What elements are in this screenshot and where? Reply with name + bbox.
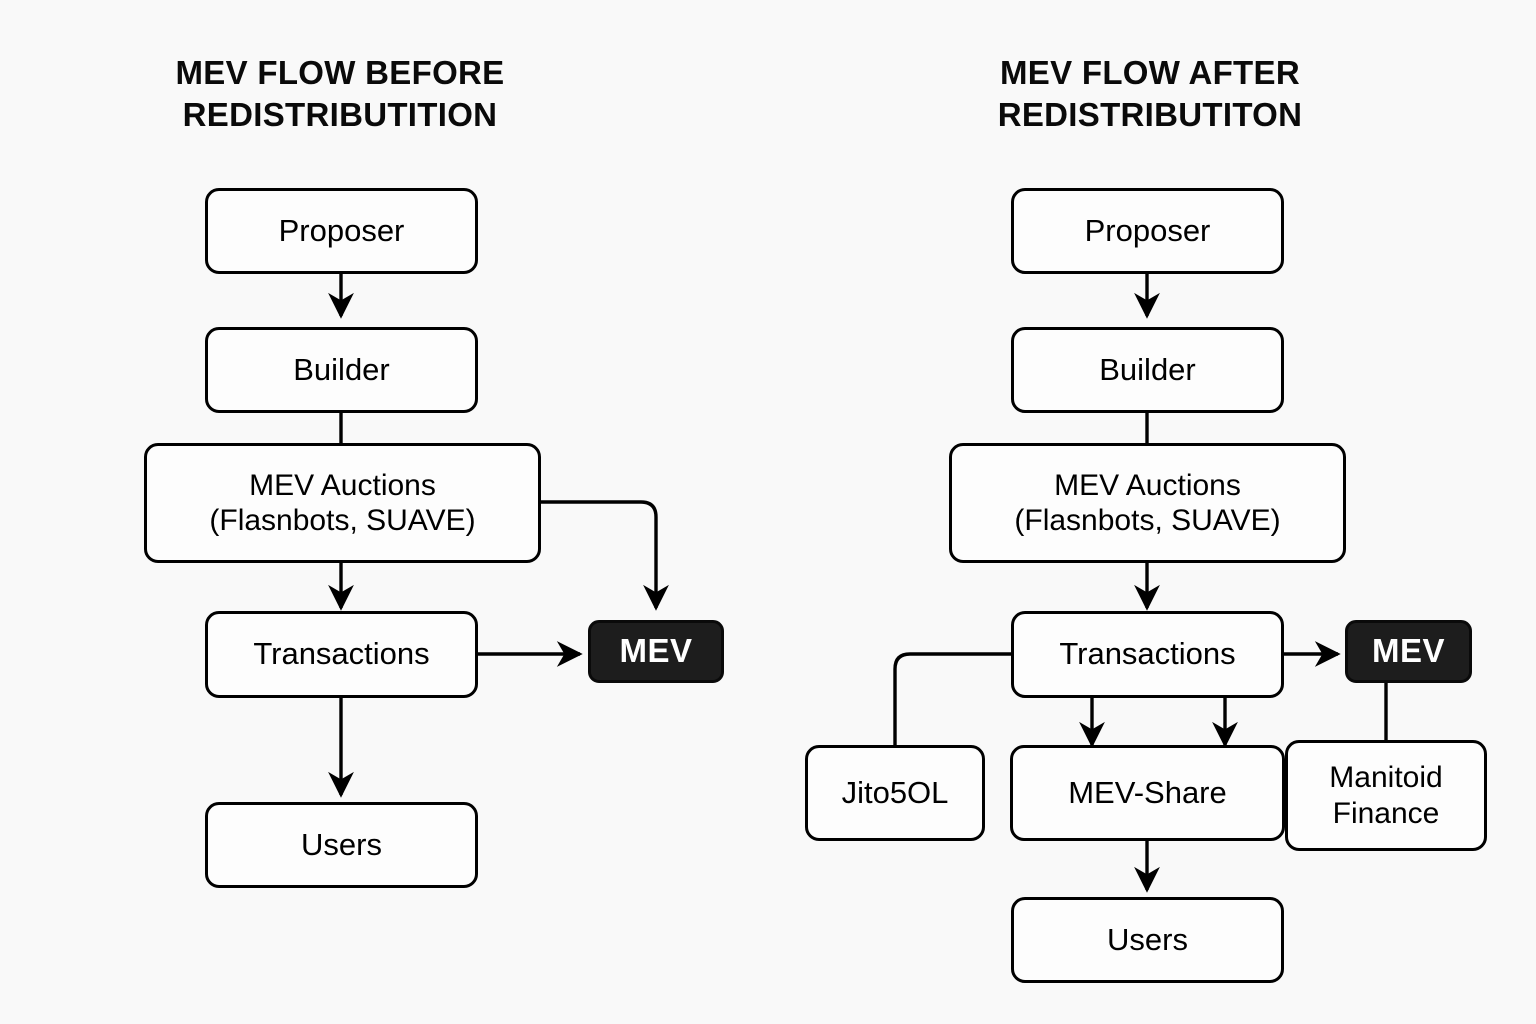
node-right-proposer[interactable]: Proposer bbox=[1011, 188, 1284, 274]
node-left-mev[interactable]: MEV bbox=[588, 620, 724, 683]
node-right-users[interactable]: Users bbox=[1011, 897, 1284, 983]
node-left-mev-auctions[interactable]: MEV Auctions (Flasnbots, SUAVE) bbox=[144, 443, 541, 563]
node-left-proposer[interactable]: Proposer bbox=[205, 188, 478, 274]
node-left-transactions[interactable]: Transactions bbox=[205, 611, 478, 698]
node-right-manitoid-finance[interactable]: Manitoid Finance bbox=[1285, 740, 1487, 851]
panel-title-after: MEV FLOW AFTER REDISTRIBUTITON bbox=[997, 54, 1303, 134]
node-right-transactions[interactable]: Transactions bbox=[1011, 611, 1284, 698]
node-right-mev-share[interactable]: MEV-Share bbox=[1010, 745, 1285, 841]
node-left-users[interactable]: Users bbox=[205, 802, 478, 888]
node-right-mev-auctions[interactable]: MEV Auctions (Flasnbots, SUAVE) bbox=[949, 443, 1346, 563]
node-right-builder[interactable]: Builder bbox=[1011, 327, 1284, 413]
node-left-builder[interactable]: Builder bbox=[205, 327, 478, 413]
node-right-mev[interactable]: MEV bbox=[1345, 620, 1472, 683]
edge-left-auctions-mev bbox=[541, 500, 669, 611]
panel-title-before: MEV FLOW BEFORE REDISTRIBUTITION bbox=[175, 54, 505, 134]
edge-right-transactions-jito bbox=[893, 652, 1012, 745]
node-right-jito[interactable]: Jito5OL bbox=[805, 745, 985, 841]
